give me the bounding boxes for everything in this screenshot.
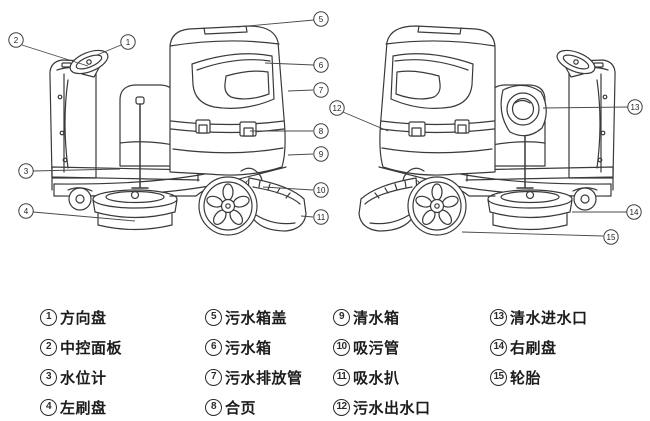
legend-item-number: 6 — [205, 338, 222, 356]
callout-10: 10 — [313, 182, 329, 198]
legend-item-number: 8 — [205, 398, 222, 416]
svg-text:11: 11 — [317, 213, 326, 222]
callout-14: 14 — [626, 204, 642, 220]
legend-item-label: 左刷盘 — [60, 399, 107, 417]
svg-text:13: 13 — [631, 103, 640, 112]
callout-7: 7 — [313, 82, 329, 98]
legend-item-label: 轮胎 — [510, 369, 542, 387]
svg-text:9: 9 — [319, 150, 324, 159]
scrubber-diagram: 1 2 3 4 5 6 7 8 9 10 11 12 13 14 15 — [8, 11, 643, 245]
legend-item-number: 12 — [333, 398, 350, 416]
svg-text:2: 2 — [14, 36, 19, 45]
svg-text:3: 3 — [24, 167, 29, 176]
callout-13: 13 — [627, 99, 643, 115]
legend-item-label: 右刷盘 — [510, 339, 557, 357]
callout-6: 6 — [313, 57, 329, 73]
callout-12: 12 — [329, 100, 345, 116]
svg-text:10: 10 — [317, 186, 326, 195]
legend-item-label: 合页 — [225, 399, 257, 417]
callout-2: 2 — [8, 32, 24, 48]
legend-item-label: 水位计 — [60, 369, 107, 387]
callout-5: 5 — [313, 11, 329, 27]
machine-left-view — [49, 25, 307, 236]
legend-item-label: 吸水扒 — [353, 369, 400, 387]
legend-item-label: 污水箱盖 — [225, 309, 288, 327]
legend-item-label: 污水箱 — [225, 339, 272, 357]
machine-right-view — [358, 25, 616, 236]
legend-item-number: 4 — [40, 398, 57, 416]
legend-item-number: 1 — [40, 308, 57, 326]
legend-item-number: 11 — [333, 368, 350, 386]
legend-item-label: 吸污管 — [353, 339, 400, 357]
legend-item-number: 7 — [205, 368, 222, 386]
callouts: 1 2 3 4 5 6 7 8 9 10 11 12 13 14 15 — [8, 11, 643, 245]
legend-item-label: 方向盘 — [60, 309, 107, 327]
legend-item-number: 5 — [205, 308, 222, 326]
legend-item-number: 3 — [40, 368, 57, 386]
callout-8: 8 — [313, 123, 329, 139]
svg-text:15: 15 — [607, 233, 616, 242]
legend-item-number: 13 — [490, 308, 507, 326]
callout-9: 9 — [313, 146, 329, 162]
callout-15: 15 — [603, 229, 619, 245]
legend-item-label: 污水出水口 — [353, 399, 431, 417]
svg-text:8: 8 — [319, 127, 324, 136]
svg-text:1: 1 — [126, 38, 131, 47]
legend-item-label: 污水排放管 — [225, 369, 303, 387]
legend-item-number: 2 — [40, 338, 57, 356]
svg-text:7: 7 — [319, 86, 324, 95]
svg-text:4: 4 — [24, 207, 29, 216]
callout-11: 11 — [313, 209, 329, 225]
callout-3: 3 — [18, 163, 34, 179]
leader-lines — [21, 19, 629, 237]
legend-item-number: 14 — [490, 338, 507, 356]
legend-item-number: 10 — [333, 338, 350, 356]
svg-text:12: 12 — [333, 104, 342, 113]
callout-4: 4 — [18, 203, 34, 219]
svg-text:14: 14 — [630, 208, 639, 217]
svg-text:6: 6 — [319, 61, 324, 70]
clean-water-inlet — [500, 84, 547, 137]
legend-item-label: 清水箱 — [353, 309, 400, 327]
legend-item-label: 清水进水口 — [510, 309, 588, 327]
legend-item-number: 9 — [333, 308, 350, 326]
callout-1: 1 — [120, 34, 136, 50]
legend-item-label: 中控面板 — [60, 339, 123, 357]
svg-text:5: 5 — [319, 15, 324, 24]
legend-item-number: 15 — [490, 368, 507, 386]
